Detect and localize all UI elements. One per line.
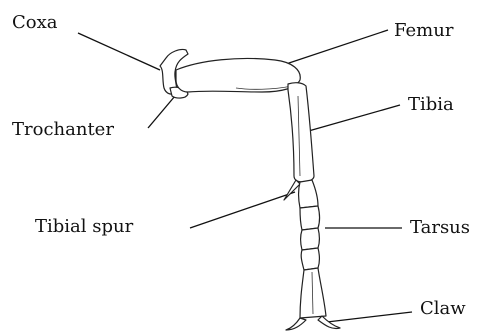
leader-coxa xyxy=(78,33,160,70)
label-claw: Claw xyxy=(420,298,466,319)
label-tibial-spur: Tibial spur xyxy=(35,216,134,237)
leader-tibia xyxy=(305,105,400,132)
label-tarsus: Tarsus xyxy=(410,217,470,238)
leader-trochanter xyxy=(148,96,175,128)
claw-shape xyxy=(286,318,306,330)
tarsus-segment-3 xyxy=(301,228,320,250)
femur-shape xyxy=(176,58,300,92)
claw-shape-right xyxy=(318,316,340,329)
leader-femur xyxy=(277,30,388,67)
label-coxa: Coxa xyxy=(12,12,58,33)
leg-illustration xyxy=(160,49,340,330)
leader-tibial-spur xyxy=(190,192,295,228)
label-femur: Femur xyxy=(394,20,454,41)
label-trochanter: Trochanter xyxy=(12,119,114,140)
tibial-spur-shape xyxy=(284,180,300,200)
tarsus-segment-4 xyxy=(301,248,319,270)
tarsus-segment-2 xyxy=(300,206,320,230)
leader-claw xyxy=(327,312,412,322)
tarsus-segment-1 xyxy=(299,180,319,208)
tibia-shape xyxy=(288,83,314,182)
label-tibia: Tibia xyxy=(408,94,454,115)
